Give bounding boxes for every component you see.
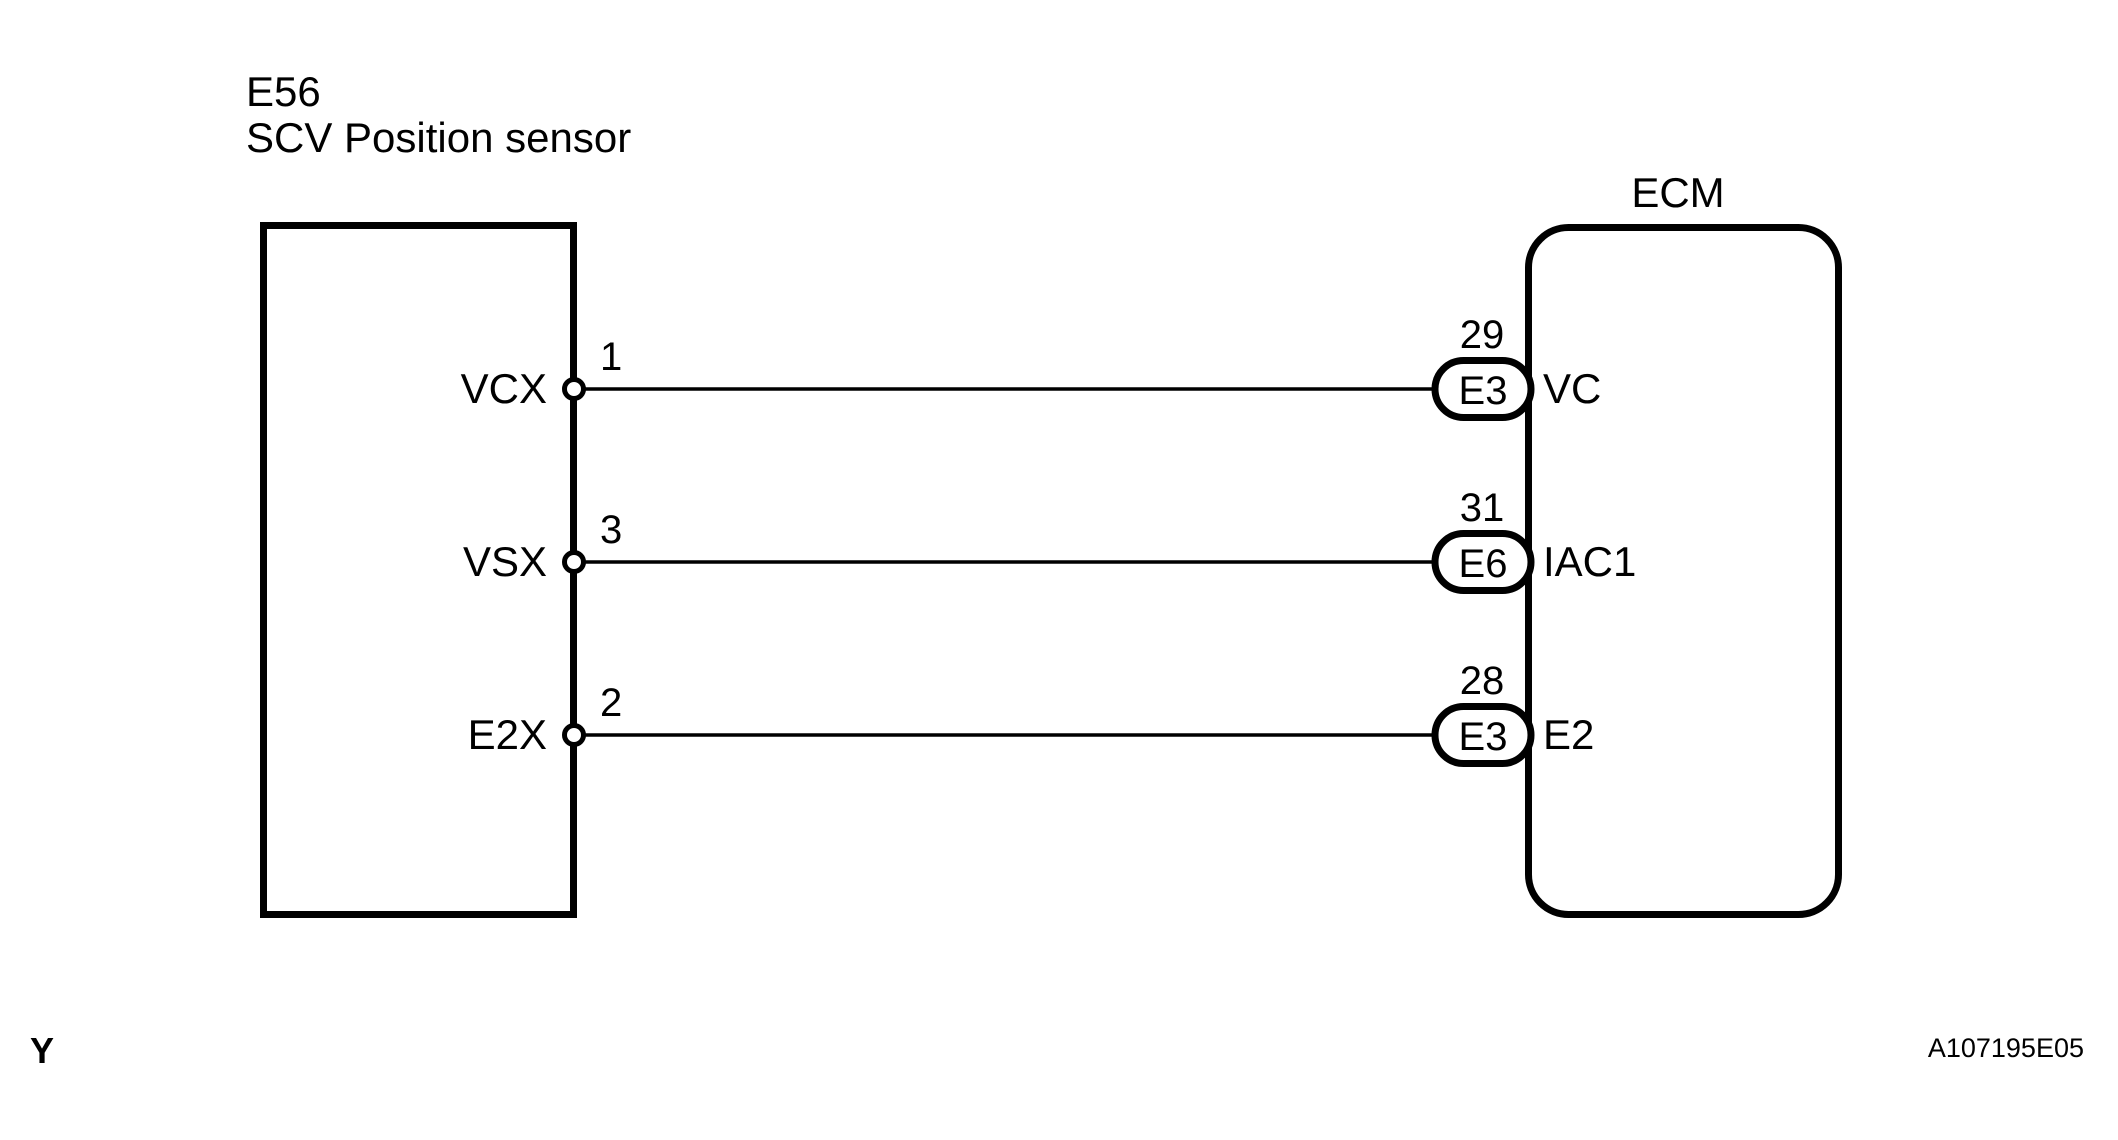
ecm-connector-code-e3-vc: E3 bbox=[1459, 369, 1508, 413]
ecm-terminal-label-iac1: IAC1 bbox=[1543, 538, 1636, 585]
sensor-pin-circle-3 bbox=[562, 550, 586, 574]
ecm-connector-pill-e3-vc bbox=[1431, 357, 1535, 421]
sensor-pin-circle-2 bbox=[562, 723, 586, 747]
ecm-connector-code-e6-iac1: E6 bbox=[1459, 542, 1508, 586]
component-name-label: SCV Position sensor bbox=[246, 114, 631, 161]
ecm-connector-pill-e6-iac1 bbox=[1431, 530, 1535, 594]
ecm-connector-code-e3-e2: E3 bbox=[1459, 715, 1508, 759]
sensor-terminal-label-vsx: VSX bbox=[463, 538, 547, 585]
sensor-pin-number-3: 3 bbox=[600, 508, 622, 552]
ecm-terminal-label-e2: E2 bbox=[1543, 711, 1594, 758]
ecm-title-label: ECM bbox=[1631, 169, 1724, 216]
sensor-terminal-label-vcx: VCX bbox=[461, 365, 547, 412]
ecm-pin-number-28: 28 bbox=[1460, 659, 1505, 703]
ecm-connector-pill-e3-e2 bbox=[1431, 703, 1535, 767]
sensor-pin-number-2: 2 bbox=[600, 681, 622, 725]
sensor-pin-number-1: 1 bbox=[600, 335, 622, 379]
ecm-pin-number-29: 29 bbox=[1460, 313, 1505, 357]
ecm-terminal-label-vc: VC bbox=[1543, 365, 1601, 412]
component-id-label: E56 bbox=[246, 68, 321, 115]
ecm-pin-number-31: 31 bbox=[1460, 486, 1505, 530]
page-marker-label: Y bbox=[30, 1030, 54, 1071]
sensor-terminal-label-e2x: E2X bbox=[468, 711, 547, 758]
figure-code-label: A107195E05 bbox=[1928, 1033, 2084, 1063]
sensor-pin-circle-1 bbox=[562, 377, 586, 401]
